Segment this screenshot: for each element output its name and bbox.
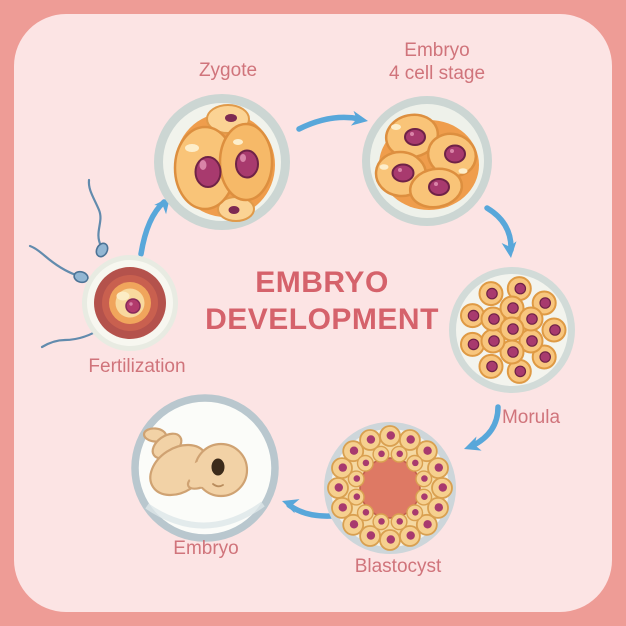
morula-label: Morula xyxy=(501,407,561,428)
four-cell-embryo-illustration xyxy=(362,96,492,226)
arrow-morula-to-blastocyst xyxy=(464,404,501,451)
zygote-label: Zygote xyxy=(198,60,258,81)
fertilization-label: Fertilization xyxy=(88,356,186,377)
page-title: EMBRYO DEVELOPMENT xyxy=(205,264,439,338)
arrow-blastocyst-to-embryo xyxy=(282,499,334,519)
arrow-fertilization-to-zygote xyxy=(138,197,170,257)
embryo-4-cell-label-line-2: 4 cell stage xyxy=(388,63,486,84)
zygote-illustration xyxy=(154,94,290,230)
egg-cell xyxy=(82,255,178,351)
arrow-zygote-to-4cell xyxy=(296,110,368,132)
fetus-figure xyxy=(142,427,249,498)
blastocyst-label: Blastocyst xyxy=(354,556,442,577)
title-line-1: EMBRYO xyxy=(255,266,389,299)
morula-illustration xyxy=(449,267,575,393)
fertilization-illustration xyxy=(28,178,178,351)
blastocyst-illustration xyxy=(324,422,456,554)
arrow-4cell-to-morula xyxy=(484,205,517,258)
title-line-2: DEVELOPMENT xyxy=(205,303,439,336)
embryo-4-cell-label: Embryo 4 cell stage xyxy=(389,39,485,85)
embryo-label: Embryo xyxy=(173,538,239,559)
embryo-4-cell-label-line-1: Embryo xyxy=(404,40,470,61)
embryo-illustration xyxy=(131,394,279,542)
